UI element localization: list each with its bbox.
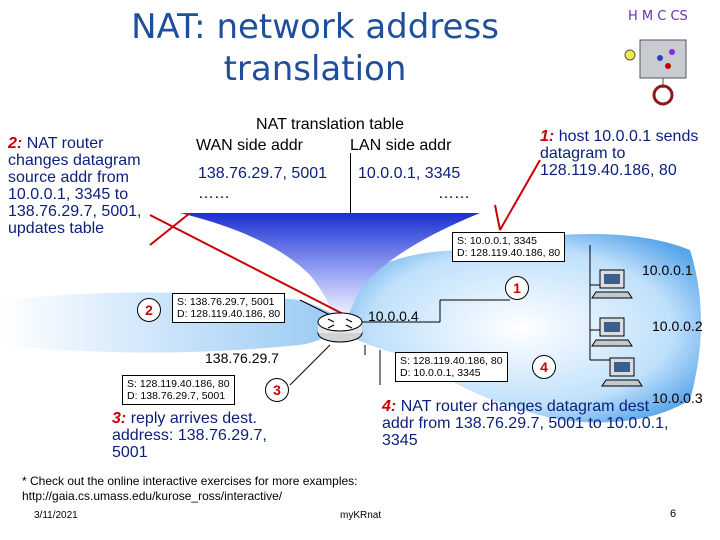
footer-date: 3/11/2021: [34, 510, 78, 521]
internet-funnel: [180, 213, 480, 322]
table-title: NAT translation table: [256, 116, 404, 133]
host1-address: 10.0.0.1: [642, 262, 693, 278]
ann1-line-b: [494, 204, 501, 231]
table-row-wan: 138.76.29.7, 5001: [198, 165, 328, 182]
packet-3: S: 128.119.40.186, 80 D: 138.76.29.7, 50…: [122, 375, 235, 405]
packet-2: S: 138.76.29.7, 5001 D: 128.119.40.186, …: [172, 293, 286, 323]
packet-dest: D: 138.76.29.7, 5001: [127, 390, 226, 402]
packet-dest: D: 10.0.0.1, 3345: [400, 367, 481, 379]
step-badge-1: 1: [505, 276, 529, 300]
table-divider: [350, 153, 351, 213]
packet-source: S: 10.0.0.1, 3345: [457, 235, 537, 247]
step-text: NAT router changes datagram source addr …: [8, 135, 142, 237]
computer-icon: [601, 357, 643, 387]
annotation-step2: 2: NAT router changes datagram source ad…: [8, 135, 168, 237]
table-ellipsis-right: ……: [438, 185, 470, 202]
step-badge-2: 2: [137, 298, 161, 322]
host3-address: 10.0.0.3: [652, 390, 703, 406]
nat-translation-table: NAT translation table WAN side addr LAN …: [180, 115, 480, 213]
packet-source: S: 128.119.40.186, 80: [127, 378, 230, 390]
step-text: host 10.0.0.1 sends datagram to 128.119.…: [540, 128, 699, 179]
annotation-step3: 3: reply arrives dest. address: 138.76.2…: [112, 410, 282, 461]
packet-4: S: 128.119.40.186, 80 D: 10.0.0.1, 3345: [395, 352, 508, 382]
lan-header: LAN side addr: [350, 137, 452, 154]
step-badge-3: 3: [265, 378, 289, 402]
step-number: 3:: [112, 410, 127, 427]
step-text: NAT router changes datagram dest addr fr…: [382, 398, 669, 449]
step-number: 1:: [540, 128, 555, 145]
mascot-icon: H M C CS: [624, 9, 688, 106]
wan-header: WAN side addr: [196, 137, 303, 154]
packet-source: S: 128.119.40.186, 80: [400, 355, 503, 367]
computer-icon: [591, 317, 633, 347]
annotation-step1: 1: host 10.0.0.1 sends datagram to 128.1…: [540, 128, 715, 179]
table-ellipsis-left: ……: [198, 185, 230, 202]
packet-source: S: 138.76.29.7, 5001: [177, 296, 275, 308]
step-number: 2:: [8, 135, 23, 152]
table-row-lan: 10.0.0.1, 3345: [358, 165, 461, 182]
packet-dest: D: 128.119.40.186, 80: [457, 247, 561, 259]
footer-label: myKRnat: [340, 510, 382, 521]
ann1-line: [499, 159, 541, 231]
page-number: 6: [670, 508, 677, 520]
packet-1: S: 10.0.0.1, 3345 D: 128.119.40.186, 80: [452, 232, 566, 262]
annotation-step4: 4: NAT router changes datagram dest addr…: [382, 398, 682, 449]
router-wan-address: 138.76.29.7: [205, 350, 279, 366]
packet-dest: D: 128.119.40.186, 80: [177, 308, 281, 320]
step-number: 4:: [382, 398, 397, 415]
step-badge-4: 4: [532, 355, 556, 379]
ann2-line-a: [149, 214, 346, 316]
page-title: NAT: network address translation: [131, 7, 499, 89]
router-icon: [317, 312, 363, 343]
host2-address: 10.0.0.2: [652, 318, 703, 334]
computer-icon: [591, 269, 633, 299]
step-text: reply arrives dest. address: 138.76.29.7…: [112, 410, 267, 461]
svg-text:H M C CS: H M C CS: [628, 9, 688, 24]
footnote: * Check out the online interactive exerc…: [22, 474, 358, 503]
router-lan-address: 10.0.0.4: [368, 308, 419, 324]
